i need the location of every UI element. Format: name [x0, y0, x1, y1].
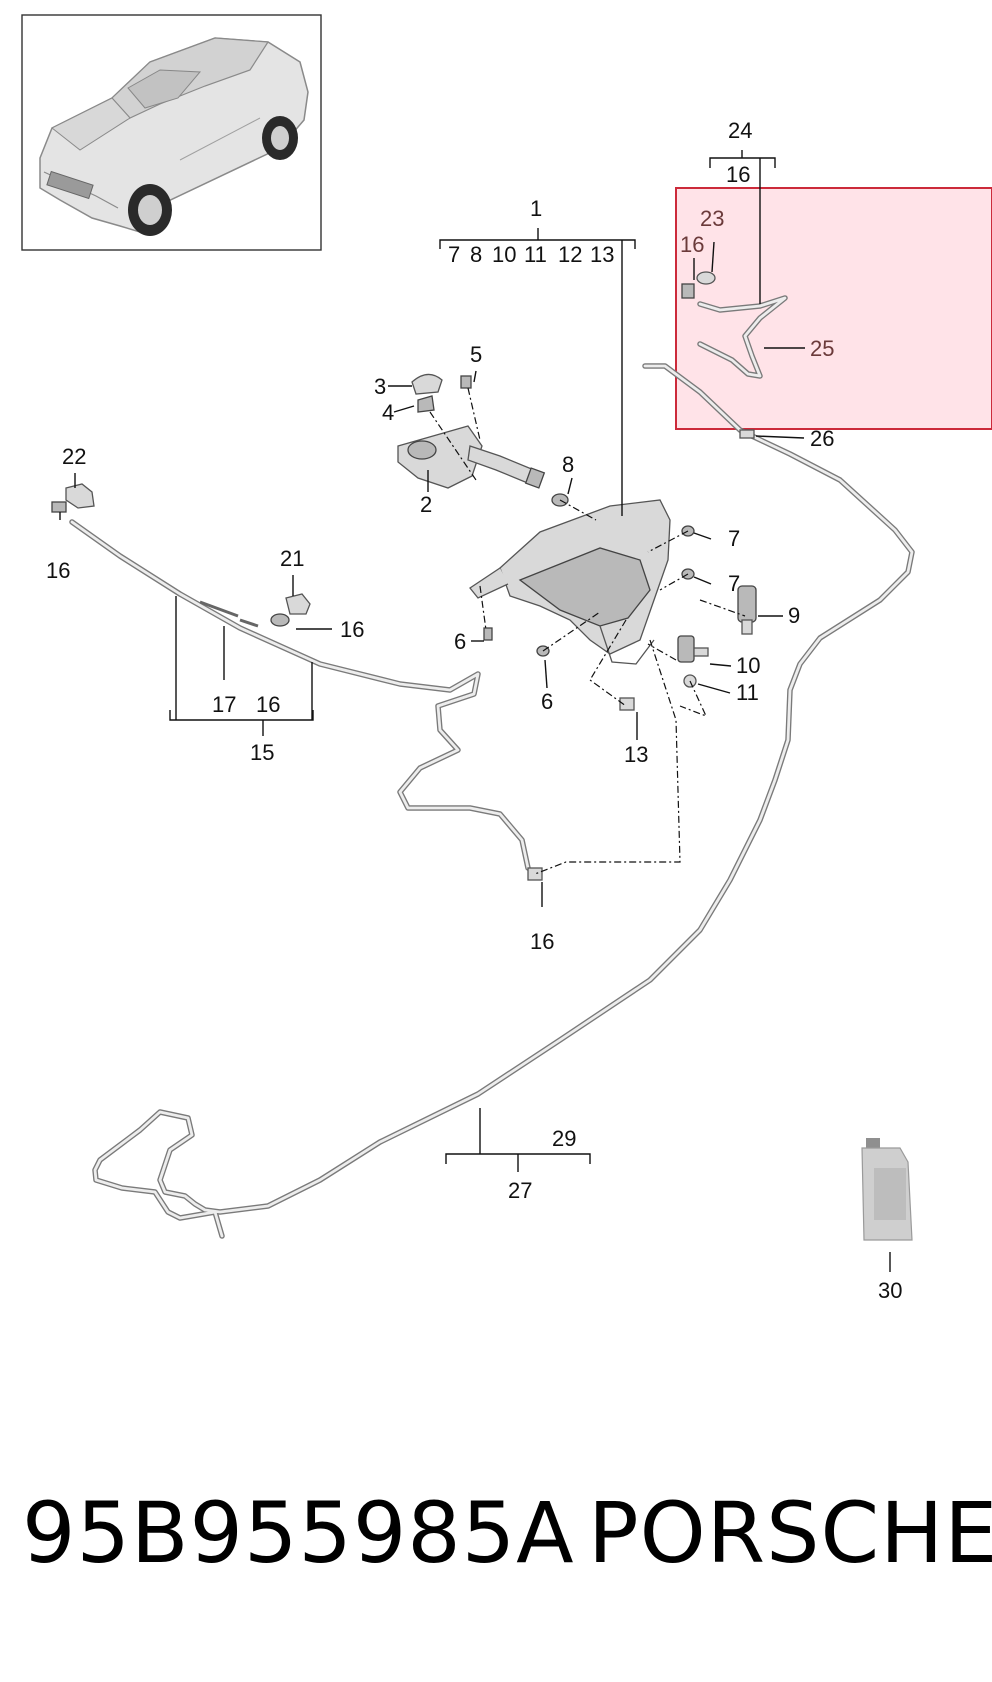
connector-16-bottom: [527, 867, 543, 881]
label-30: 30: [878, 1278, 902, 1303]
label-group1-12: 12: [558, 242, 582, 267]
connector-16-highlight: [681, 283, 695, 299]
label-25: 25: [810, 336, 834, 361]
washer-hose-main: [92, 363, 915, 1239]
assembly-lines: [429, 387, 746, 875]
connector-13: [619, 697, 635, 711]
label-21: 21: [280, 546, 304, 571]
label-22: 22: [62, 444, 86, 469]
label-17: 17: [212, 692, 236, 717]
label-15: 15: [250, 740, 274, 765]
fluid-bottle: [861, 1138, 913, 1241]
label-27: 27: [508, 1178, 532, 1203]
parts-diagram: 1 7 8 10 11 12 13 2 3 4 5 6 6 7 7 8 9 10…: [21, 14, 992, 1303]
label-group1-8: 8: [470, 242, 482, 267]
label-4: 4: [382, 400, 394, 425]
label-10: 10: [736, 653, 760, 678]
vehicle-thumbnail: [21, 14, 322, 251]
label-1: 1: [530, 196, 542, 221]
label-23: 23: [700, 206, 724, 231]
label-7b: 7: [728, 571, 740, 596]
label-16-group24: 16: [726, 162, 750, 187]
label-26: 26: [810, 426, 834, 451]
label-8: 8: [562, 452, 574, 477]
label-5: 5: [470, 342, 482, 367]
label-group1-10: 10: [492, 242, 516, 267]
label-group1-7: 7: [448, 242, 460, 267]
label-3: 3: [374, 374, 386, 399]
part-number: 95B955985A: [22, 1484, 575, 1582]
label-6a: 6: [454, 629, 466, 654]
connector-17: [199, 600, 259, 628]
nozzle-23: [696, 271, 716, 285]
brand-name: PORSCHE: [588, 1484, 992, 1582]
label-16-highlight: 16: [680, 232, 704, 257]
label-29: 29: [552, 1126, 576, 1151]
pump-secondary: [677, 635, 709, 663]
label-2: 2: [420, 492, 432, 517]
label-16-wand: 16: [340, 617, 364, 642]
label-9: 9: [788, 603, 800, 628]
label-16-group15: 16: [256, 692, 280, 717]
connector-26: [739, 429, 755, 439]
screw-6a: [483, 627, 493, 641]
label-group1-11: 11: [524, 242, 547, 267]
washer-reservoir: [469, 499, 671, 665]
nozzle-21: [270, 593, 311, 627]
label-24: 24: [728, 118, 752, 143]
filler-neck-assembly: [397, 373, 569, 507]
label-6b: 6: [541, 689, 553, 714]
washer-pump: [737, 585, 757, 635]
part-labels: 1 7 8 10 11 12 13 2 3 4 5 6 6 7 7 8 9 10…: [46, 118, 902, 1303]
nozzle-22: [51, 483, 95, 513]
label-16-left: 16: [46, 558, 70, 583]
label-13: 13: [624, 742, 648, 767]
leader-lines: [59, 150, 891, 1272]
label-7a: 7: [728, 526, 740, 551]
label-16-bottom: 16: [530, 929, 554, 954]
washer-hose-upper: [697, 295, 788, 379]
label-group1-13: 13: [590, 242, 614, 267]
car-illustration: [39, 37, 309, 236]
label-11: 11: [736, 680, 759, 705]
washer-hose-left: [69, 519, 531, 871]
